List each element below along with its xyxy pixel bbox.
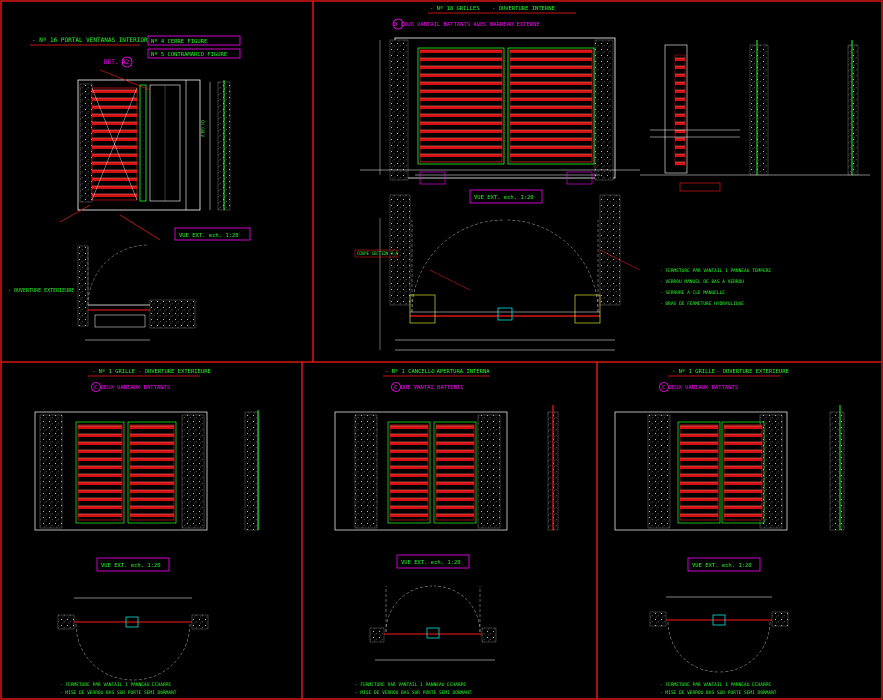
tag-label: Nº 5 CONTRAMARCO FIGURE [151,51,227,58]
detail-label: DET. A2 [104,59,130,66]
panel-bottom-3: - Nº 1 GRILLE - OUVERTURE EXTERIEURE C D… [614,368,845,696]
side-note: - OUVERTURE EXTERIEURE [8,288,74,294]
footer-note: - FERMETURE PAR VANTAIL 1 PANNEAU ECHARP… [355,682,466,688]
panel-title: - Nº 1 CANCELLO [385,368,435,375]
panel-top-right: - Nº 18 GRILLES - OUVERTURE INTERNE D CO… [354,5,870,351]
notes-list: - FERMETURE PAR VANTAIL 1 PANNEAU TEMPER… [660,268,771,307]
list-item: - SERRURE A CLE MANUELLE [660,290,725,296]
panel-bottom-2: - Nº 1 CANCELLO - APERTURA INTERNA C DUE… [334,368,559,696]
view-note: VUE EXT. ech. 1:20 [101,563,161,569]
section-heading: C DEUX VANTAUX BATTANTS [94,385,170,391]
panel-title: - Nº 18 GRILLES [430,5,480,12]
section-heading: D COUD VANTAIL BATTANTS AVEC BARREAU EXT… [394,22,540,28]
list-item: - VERROU MANUEL DE BAS A VERROU [660,279,744,285]
panel-subtitle: - APERTURA INTERNA [430,369,490,375]
view-note: VUE EXT. ech. 1:20 [474,195,534,201]
footer-note: - MISE DE VERROU BAS SUR PORTE SEMI DORM… [355,690,472,696]
panel-title: - Nº 16 PORTAL VENTANAS INTERIOR [32,37,148,44]
list-item: - FERMETURE PAR VANTAIL 1 PANNEAU TEMPER… [660,268,771,274]
panel-subtitle: - OUVERTURE EXTERIEURE [716,369,789,375]
panel-subtitle: - OUVERTURE INTERNE [492,6,555,12]
tag-label: Nº 4 CERRE FIGURE [151,38,207,45]
section-caption: COUPE SECTION A-A [357,251,399,256]
section-heading: C DUE VANTAI BATTENTI [394,385,464,391]
footer-note: - FERMETURE PAR VANTAIL 1 PANNEAU ECHARP… [660,682,771,688]
section-heading: C DEUX VANTAUX BATTANTS [662,385,738,391]
small-label: CH.GALV [200,120,205,137]
footer-note: - MISE DE VERROU BAS SUR PORTE SEMI DORM… [660,690,777,696]
list-item: - BRAS DE FERMETURE HYDRAULIQUE [660,301,744,307]
view-note: VUE EXT. ech. 1:20 [692,563,752,569]
view-note: VUE EXT. ech. 1:20 [179,233,239,239]
footer-note: - FERMETURE PAR VANTAIL 1 PANNEAU ECHARP… [60,682,171,688]
panel-subtitle: - OUVERTURE EXTERIEURE [138,369,211,375]
panel-title: - Nº 1 GRILLE [92,368,135,375]
panel-bottom-1: - Nº 1 GRILLE - OUVERTURE EXTERIEURE C D… [34,368,260,696]
panel-top-left: - Nº 16 PORTAL VENTANAS INTERIOR Nº 4 CE… [8,35,251,341]
footer-note: - MISE DE VERROU BAS SUR PORTE SEMI DORM… [60,690,177,696]
panel-title: - Nº 1 GRILLE [672,368,715,375]
view-note: VUE EXT. ech. 1:20 [401,560,461,566]
